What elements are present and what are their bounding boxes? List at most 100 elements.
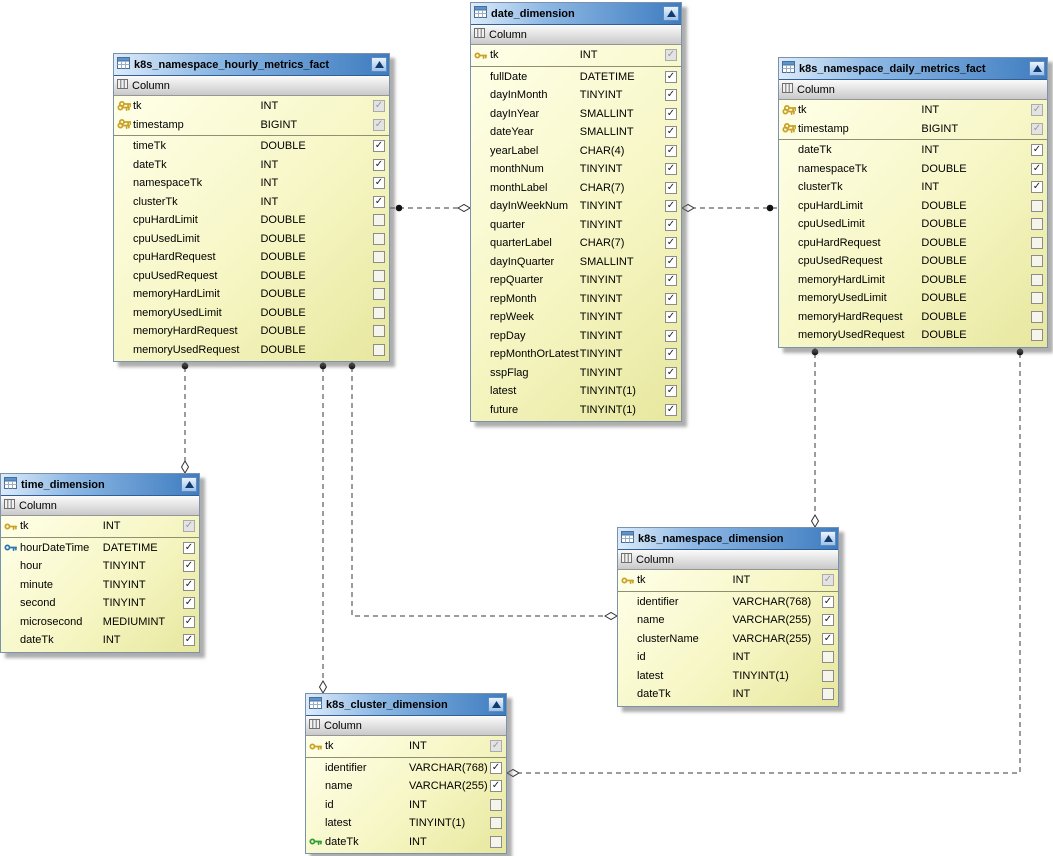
relationship-cluster-hourly[interactable] [318, 358, 328, 694]
column-checkbox[interactable]: ✓ [183, 541, 195, 554]
column-checkbox[interactable] [1031, 218, 1043, 231]
column-checkbox[interactable]: ✓ [665, 385, 677, 398]
column-checkbox[interactable]: ✓ [665, 255, 677, 268]
collapse-button[interactable] [820, 531, 836, 546]
column-checkbox[interactable] [1031, 236, 1043, 249]
column-checkbox[interactable]: ✓ [1031, 162, 1043, 175]
column-checkbox[interactable] [1031, 199, 1043, 212]
column-checkbox[interactable] [373, 214, 385, 227]
collapse-button[interactable] [488, 697, 504, 712]
column-checkbox[interactable] [373, 288, 385, 301]
column-checkbox[interactable]: ✓ [1031, 181, 1043, 194]
column-checkbox[interactable]: ✓ [822, 574, 834, 587]
entity-k8s_namespace_hourly_metrics_fact[interactable]: k8s_namespace_hourly_metrics_fact Column… [113, 53, 390, 362]
column-checkbox[interactable]: ✓ [665, 403, 677, 416]
entity-k8s_namespace_daily_metrics_fact[interactable]: k8s_namespace_daily_metrics_fact Column … [778, 57, 1048, 348]
column-checkbox[interactable]: ✓ [665, 126, 677, 139]
column-checkbox[interactable]: ✓ [822, 614, 834, 627]
column-checkbox[interactable] [373, 232, 385, 245]
table-header[interactable]: date_dimension [471, 3, 681, 25]
column-checkbox[interactable]: ✓ [183, 560, 195, 573]
column-checkbox[interactable]: ✓ [665, 200, 677, 213]
column-checkbox[interactable]: ✓ [665, 292, 677, 305]
column-checkbox[interactable]: ✓ [183, 520, 195, 533]
column-checkbox[interactable]: ✓ [373, 140, 385, 153]
collapse-button[interactable] [371, 57, 387, 72]
relationship-date-daily[interactable] [681, 203, 778, 213]
column-checkbox[interactable]: ✓ [822, 595, 834, 608]
relationship-namespace-daily[interactable] [810, 344, 820, 528]
collapse-button[interactable] [663, 6, 679, 21]
column-checkbox[interactable] [1031, 292, 1043, 305]
column-checkbox[interactable] [373, 251, 385, 264]
relationship-date-hourly[interactable] [390, 203, 471, 213]
column-checkbox[interactable] [822, 688, 834, 701]
column-checkbox[interactable]: ✓ [665, 311, 677, 324]
column-checkbox[interactable] [490, 817, 502, 830]
collapse-button[interactable] [181, 477, 197, 492]
column-checkbox[interactable]: ✓ [373, 195, 385, 208]
column-checkbox[interactable]: ✓ [183, 615, 195, 628]
column-checkbox[interactable] [822, 669, 834, 682]
table-header[interactable]: k8s_namespace_daily_metrics_fact [779, 58, 1047, 80]
column-checkbox[interactable]: ✓ [490, 740, 502, 753]
relationship-time-hourly[interactable] [180, 358, 190, 474]
column-checkbox[interactable]: ✓ [373, 118, 385, 131]
column-checkbox[interactable]: ✓ [665, 218, 677, 231]
column-checkbox[interactable] [1031, 273, 1043, 286]
column-checkbox[interactable]: ✓ [1031, 104, 1043, 117]
column-checkbox[interactable]: ✓ [665, 329, 677, 342]
column-checkbox[interactable]: ✓ [665, 107, 677, 120]
column-checkbox[interactable] [1031, 329, 1043, 342]
column-checkbox[interactable]: ✓ [665, 237, 677, 250]
column-checkbox[interactable] [373, 269, 385, 282]
column-checkbox[interactable]: ✓ [665, 181, 677, 194]
column-checkbox[interactable] [1031, 310, 1043, 323]
column-checkbox[interactable] [822, 651, 834, 664]
table-header[interactable]: time_dimension [1, 474, 199, 496]
column-checkbox[interactable]: ✓ [665, 49, 677, 62]
